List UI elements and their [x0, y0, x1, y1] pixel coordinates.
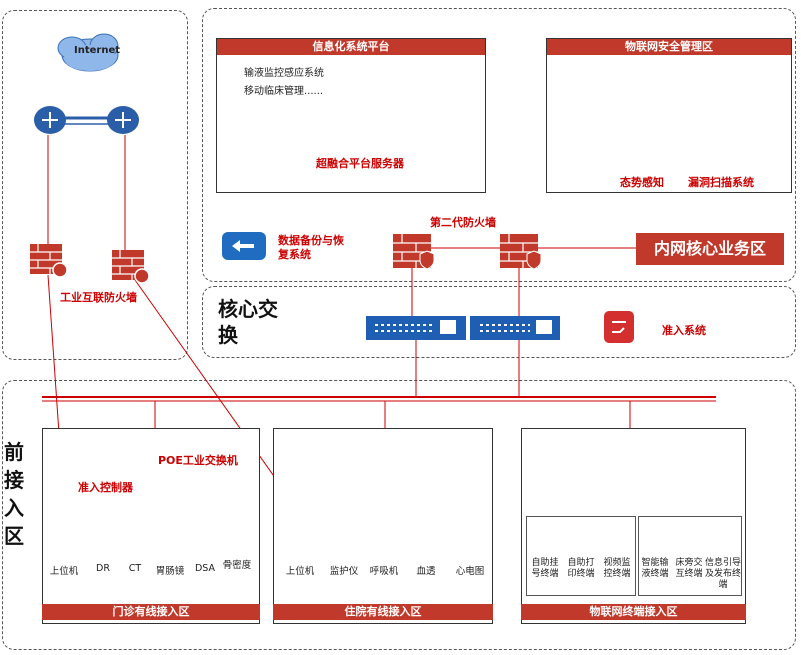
device-label: 上位机 [49, 566, 79, 577]
ngfw-icon [500, 234, 542, 270]
iot-terminal-title: 物联网终端接入区 [521, 604, 746, 620]
front-access-char: 前 [4, 440, 24, 464]
iot-security-panel: 物联网安全管理区 [546, 38, 792, 193]
ngfw-label: 第二代防火墙 [430, 216, 496, 229]
info-platform-panel: 信息化系统平台 [216, 38, 486, 193]
device-label: 胃肠镜 [155, 566, 185, 577]
internet-label: Internet [74, 45, 121, 56]
front-access-zone [2, 380, 796, 650]
core-switch-icon [366, 316, 560, 340]
device-label: 自助挂号终端 [531, 558, 559, 579]
iot-security-title: 物联网安全管理区 [547, 39, 791, 55]
core-switch-title: 核心交换 [218, 297, 278, 347]
access-system-icon [604, 311, 634, 343]
poe-switch-label: POE工业交换机 [158, 454, 238, 467]
router-icon [107, 106, 139, 134]
device-label: 血透 [416, 566, 436, 577]
device-label: 心电图 [455, 566, 485, 577]
device-label: CT [128, 563, 142, 574]
device-label: 智能输液终端 [641, 558, 669, 579]
firewall-icon [112, 250, 150, 284]
device-label: 监护仪 [329, 566, 359, 577]
industrial-firewall-label: 工业互联防火墙 [60, 291, 137, 304]
device-label: 上位机 [285, 566, 315, 577]
inpatient-zone [273, 428, 493, 624]
info-line-1: 输液监控感应系统 [244, 68, 324, 79]
device-label: 自助打印终端 [567, 558, 595, 579]
device-label: DSA [194, 563, 216, 574]
device-label: 骨密度 [222, 560, 252, 571]
servers-label: 超融合平台服务器 [316, 157, 404, 170]
front-access-char: 区 [4, 524, 24, 548]
info-line-2: 移动临床管理...... [244, 86, 324, 97]
situation-label: 态势感知 [620, 176, 664, 189]
device-label: 信息引导及发布终端 [705, 558, 742, 590]
inpatient-title: 住院有线接入区 [273, 604, 493, 620]
internet-zone [2, 10, 188, 360]
iot-terminal-subbox-left [526, 516, 636, 596]
access-controller-label: 准入控制器 [78, 481, 133, 494]
front-access-char: 接 [4, 468, 24, 492]
ngfw-icon [393, 234, 435, 270]
backup-icon [222, 232, 266, 260]
core-zone [202, 286, 796, 358]
front-access-title: 前 接 入 区 [4, 438, 28, 550]
info-platform-title: 信息化系统平台 [217, 39, 485, 55]
backup-label: 数据备份与恢复系统 [278, 234, 344, 261]
access-system-label: 准入系统 [662, 324, 706, 337]
front-access-char: 入 [4, 496, 24, 520]
intranet-zone [202, 8, 796, 282]
firewall-icon [30, 244, 68, 278]
device-label: 呼吸机 [369, 566, 399, 577]
iot-terminal-subbox-right [638, 516, 742, 596]
device-label: 视频监控终端 [603, 558, 631, 579]
device-label: 床旁交互终端 [675, 558, 703, 579]
outpatient-zone [42, 428, 260, 624]
outpatient-title: 门诊有线接入区 [42, 604, 260, 620]
intranet-core-badge: 内网核心业务区 [636, 233, 784, 265]
vuln-scan-label: 漏洞扫描系统 [688, 176, 754, 189]
router-icon [34, 106, 66, 134]
device-label: DR [96, 563, 110, 574]
cloud-icon [57, 33, 119, 72]
